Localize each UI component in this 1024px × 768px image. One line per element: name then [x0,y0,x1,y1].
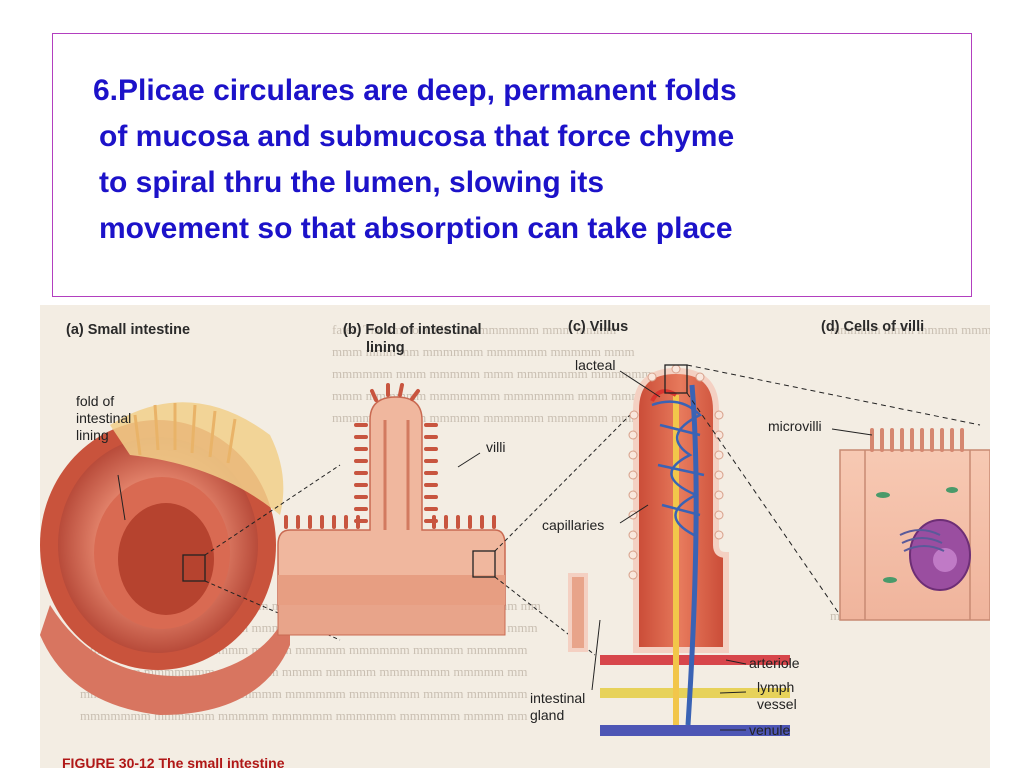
figure-artwork [40,364,990,736]
microvilli-label: microvilli [768,418,822,434]
title-line-2: of mucosa and submucosa that force chyme [99,120,735,153]
gland-label-line2: gland [530,707,565,723]
figure-caption: FIGURE 30-12 The small intestine [62,755,285,768]
capillaries-label: capillaries [542,517,605,533]
intestinal-fold-illustration [277,383,506,636]
panel-a-header: (a) Small intestine [66,322,191,338]
lymph-label-line1: lymph [757,679,795,695]
title-box: 6.Plicae circulares are deep, permanent … [52,33,972,297]
panel-c-header: (c) Villus [568,319,629,335]
lacteal-label: lacteal [575,357,616,373]
intestine-figure: fates. The amino acids. ... mmmmmmm mmm … [40,305,990,768]
fold-label-line2: intestinal [76,410,132,426]
panel-b-header-line1: (b) Fold of intestinal [343,322,482,338]
small-intestine-illustration [40,402,290,715]
title-line-1: 6.Plicae circulares are deep, permanent … [93,74,737,107]
title-line-3: to spiral thru the lumen, slowing its [99,166,605,199]
panel-b-header-line2: lining [366,340,405,356]
villi-cells-illustration [839,428,990,621]
villus-illustration [568,364,790,736]
venule-label: venule [749,722,791,738]
title-line-4: movement so that absorption can take pla… [99,212,733,245]
panel-d-header: (d) Cells of villi [821,319,925,335]
gland-label-line1: intestinal [530,690,586,706]
fold-label-line3: lining [76,427,109,443]
villi-label: villi [486,439,506,455]
fold-label-line1: fold of [76,393,115,409]
arteriole-label: arteriole [749,655,800,671]
lymph-label-line2: vessel [757,696,797,712]
slide-title: 6.Plicae circulares are deep, permanent … [93,68,963,252]
